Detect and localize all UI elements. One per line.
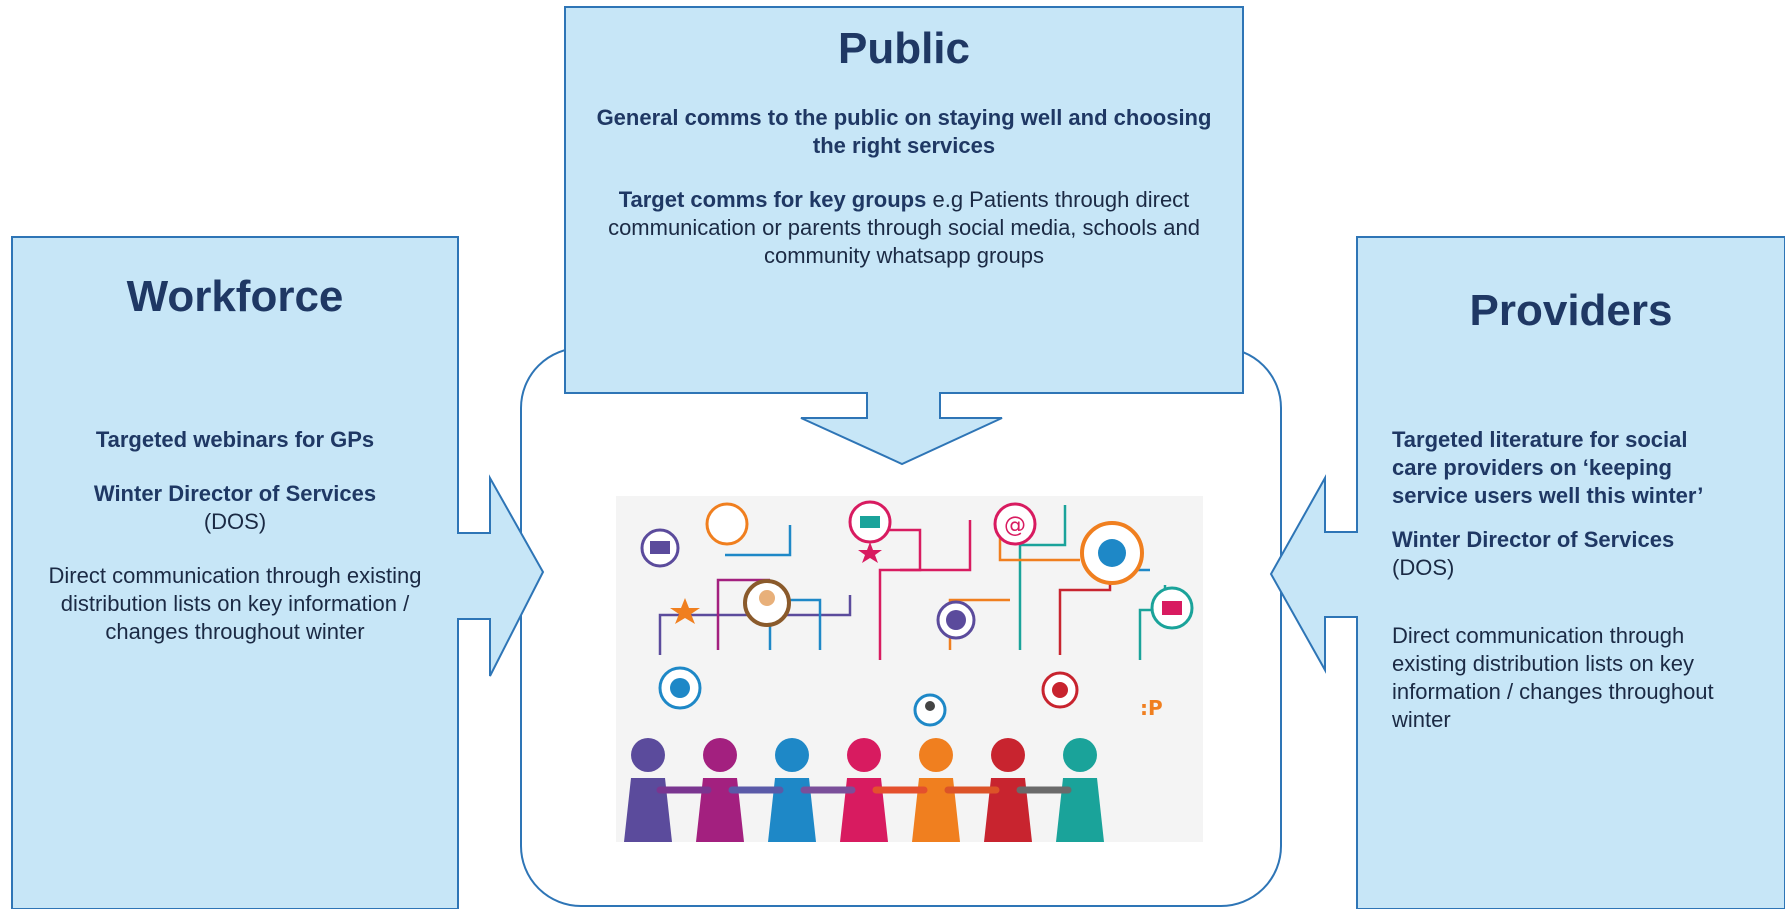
public-title: Public <box>837 24 971 73</box>
providers-body: Targeted literature for social care prov… <box>1392 426 1772 734</box>
workforce-item-1: Targeted webinars for GPs <box>95 427 375 452</box>
providers-item-3: Direct communication through existing di… <box>1392 623 1714 732</box>
workforce-item-2-bold: Winter Director of Services <box>93 481 377 506</box>
providers-item-2-rest: (DOS) <box>1392 555 1455 580</box>
public-body: General comms to the public on staying w… <box>585 104 1223 270</box>
public-paragraph-2-rest: e.g Patients through direct communicatio… <box>608 187 1200 268</box>
providers-title: Providers <box>1469 286 1673 335</box>
social-network-people-icon: @ :P <box>616 496 1203 842</box>
providers-section: Providers <box>1357 286 1785 336</box>
public-callout-box <box>564 6 1244 466</box>
public-paragraph-1: General comms to the public on staying w… <box>596 105 1212 158</box>
providers-item-1: Targeted literature for social care prov… <box>1392 427 1704 508</box>
public-paragraph-2-bold: Target comms for key groups <box>618 187 927 212</box>
providers-callout-box <box>1269 236 1785 909</box>
public-section: Public <box>565 24 1243 74</box>
svg-text:@: @ <box>1004 513 1026 538</box>
providers-item-2-bold: Winter Director of Services <box>1392 527 1675 552</box>
svg-text::P: :P <box>1140 696 1163 720</box>
workforce-body: Targeted webinars for GPs Winter Directo… <box>32 426 438 646</box>
workforce-item-3: Direct communication through existing di… <box>48 563 422 644</box>
workforce-section: Workforce <box>12 272 458 322</box>
public-paragraph-2: Target comms for key groups e.g Patients… <box>585 186 1223 270</box>
workforce-item-2-rest: (DOS) <box>203 509 267 534</box>
workforce-callout-box <box>11 236 545 909</box>
workforce-title: Workforce <box>126 272 344 321</box>
